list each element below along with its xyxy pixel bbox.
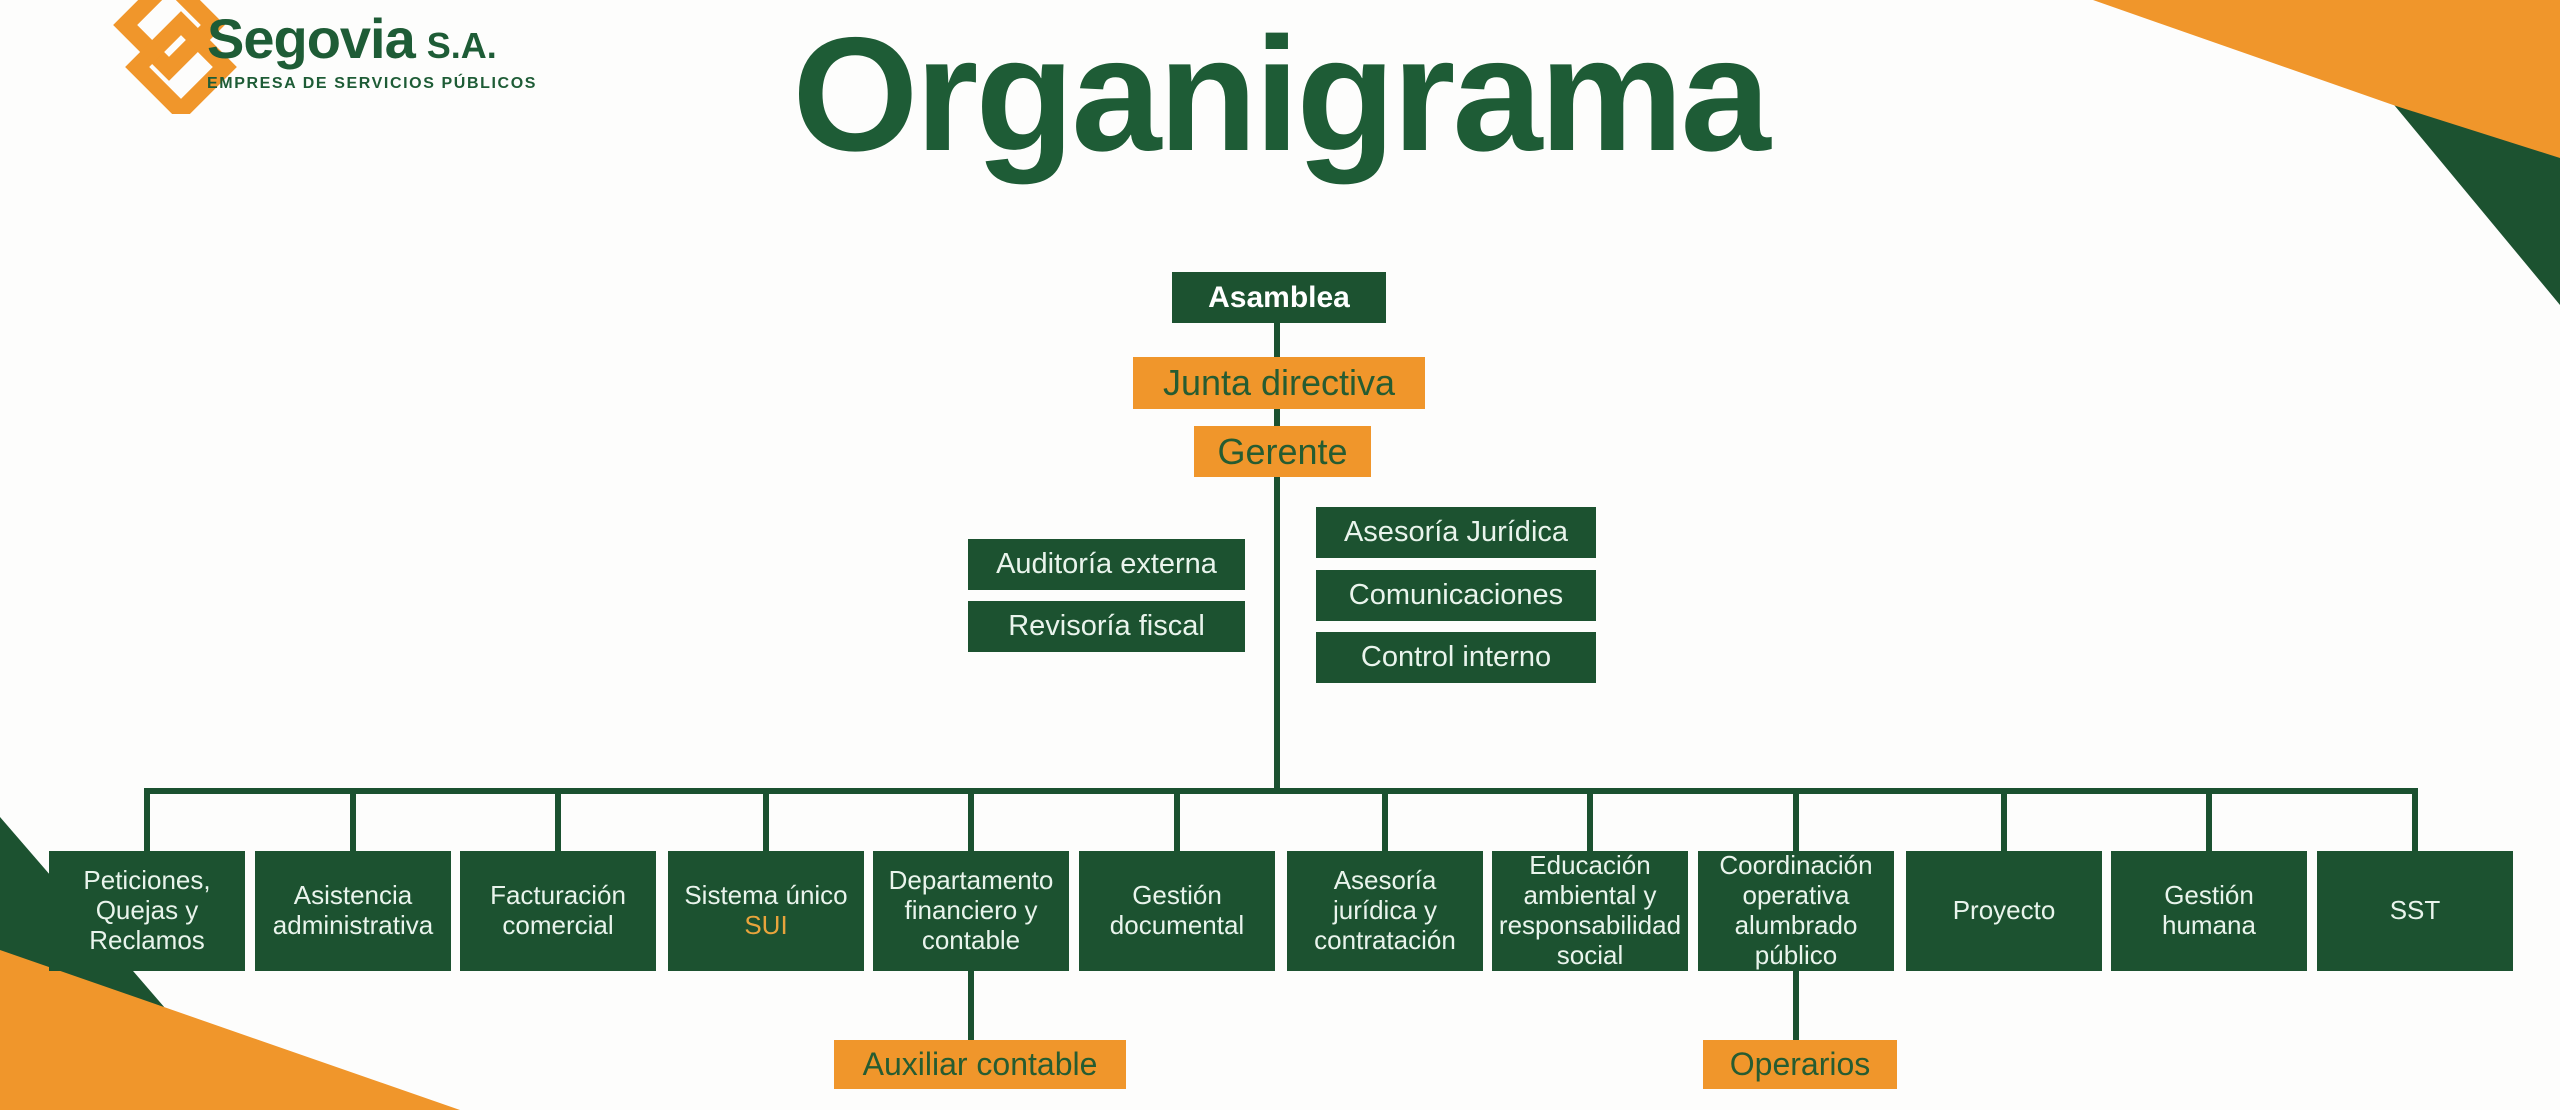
connector-stub-6 (1174, 788, 1180, 851)
org-box-label: Comunicaciones (1348, 579, 1564, 611)
connector-operarios (1793, 971, 1799, 1041)
org-box-label: Sistema único (684, 880, 848, 911)
org-box-label: Control interno (1360, 641, 1552, 673)
org-box-coordinacion-operativa-alumbrado-publico: Coordinación operativa alumbrado público (1698, 850, 1894, 971)
connector-rail (144, 788, 2418, 794)
org-box-label: Peticiones, Quejas y Reclamos (83, 865, 211, 955)
org-box-label: Proyecto (1952, 895, 2056, 926)
org-box-asesoria-juridica: Asesoría Jurídica (1316, 507, 1596, 558)
org-box-label: Revisoría fiscal (1008, 610, 1205, 642)
org-box-label: Asamblea (1208, 280, 1350, 314)
org-box-asamblea: Asamblea (1172, 272, 1386, 323)
connector-stub-9 (1793, 788, 1799, 851)
connector-stub-2 (350, 788, 356, 851)
segovia-logo-icon (113, 0, 237, 114)
connector-trunk (1274, 476, 1280, 794)
org-box-facturacion-comercial: Facturación comercial (460, 851, 656, 971)
org-box-control-interno: Control interno (1316, 632, 1596, 683)
org-box-revisoria-fiscal: Revisoría fiscal (968, 601, 1245, 652)
org-box-label: Facturación comercial (490, 880, 626, 940)
org-box-label: Gestión humana (2162, 880, 2256, 940)
org-box-label: Asesoría Jurídica (1343, 516, 1569, 548)
org-box-gestion-documental: Gestión documental (1079, 851, 1275, 971)
brand-name: Segovia (207, 7, 416, 70)
org-box-label: Coordinación operativa alumbrado público (1719, 850, 1873, 970)
org-box-label: Educación ambiental y responsabilidad so… (1498, 850, 1682, 970)
org-box-sublabel: SUI (744, 910, 788, 940)
org-box-gestion-humana: Gestión humana (2111, 851, 2307, 971)
org-box-peticiones-quejas-reclamos: Peticiones, Quejas y Reclamos (49, 851, 245, 971)
org-box-label: Junta directiva (1162, 362, 1396, 403)
connector-stub-11 (2206, 788, 2212, 851)
org-box-label: SST (2389, 895, 2441, 926)
connector-stub-12 (2412, 788, 2418, 851)
org-box-junta-directiva: Junta directiva (1133, 357, 1425, 409)
connector-auxiliar (968, 971, 974, 1041)
org-box-label: Operarios (1729, 1046, 1871, 1082)
connector-asamblea-junta (1274, 322, 1280, 358)
org-box-label: Asesoría jurídica y contratación (1314, 865, 1456, 955)
connector-junta-gerente (1274, 408, 1280, 427)
connector-stub-5 (968, 788, 974, 851)
org-box-sistema-unico-sui: Sistema único SUI (668, 851, 864, 971)
org-box-comunicaciones: Comunicaciones (1316, 570, 1596, 621)
org-box-auditoria-externa: Auditoría externa (968, 539, 1245, 590)
org-box-sst: SST (2317, 851, 2513, 971)
org-box-departamento-financiero-contable: Departamento financiero y contable (873, 851, 1069, 971)
org-box-proyecto: Proyecto (1906, 851, 2102, 971)
connector-stub-4 (763, 788, 769, 851)
org-box-asistencia-administrativa: Asistencia administrativa (255, 851, 451, 971)
connector-stub-10 (2001, 788, 2007, 851)
org-box-operarios: Operarios (1703, 1040, 1897, 1089)
org-box-gerente: Gerente (1194, 426, 1371, 477)
connector-stub-8 (1587, 788, 1593, 851)
connector-stub-7 (1382, 788, 1388, 851)
org-box-label: Asistencia administrativa (272, 880, 434, 940)
page-title: Organigrama (792, 4, 1770, 185)
org-box-asesoria-juridica-contratacion: Asesoría jurídica y contratación (1287, 851, 1483, 971)
triangle-orange-bottom-left (0, 950, 460, 1110)
org-box-label: Gerente (1217, 430, 1348, 472)
org-box-label: Gestión documental (1109, 880, 1245, 940)
org-box-label: Departamento financiero y contable (888, 865, 1054, 955)
org-box-educacion-ambiental-responsabilidad-social: Educación ambiental y responsabilidad so… (1492, 850, 1688, 971)
org-box-label: Auxiliar contable (862, 1046, 1098, 1082)
brand-tagline: EMPRESA DE SERVICIOS PÚBLICOS (207, 75, 538, 92)
connector-stub-1 (144, 788, 150, 851)
org-box-auxiliar-contable: Auxiliar contable (834, 1040, 1126, 1089)
brand-suffix: S.A. (426, 25, 497, 66)
org-box-label: Auditoría externa (996, 548, 1217, 580)
connector-stub-3 (555, 788, 561, 851)
